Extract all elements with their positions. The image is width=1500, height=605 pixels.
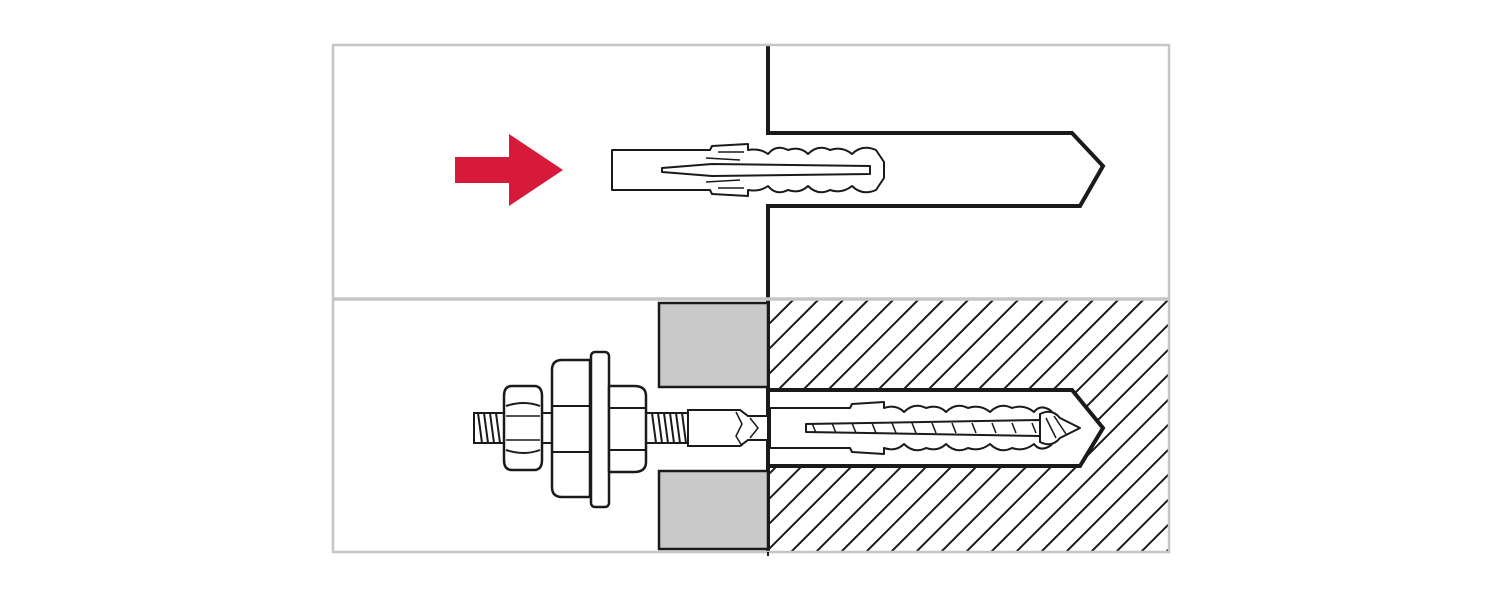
hatch-line bbox=[768, 300, 869, 402]
screw-thread bbox=[951, 422, 957, 434]
hatch-line bbox=[1039, 422, 1169, 552]
rod-thread bbox=[483, 412, 489, 444]
hatch-line bbox=[768, 300, 894, 427]
fixture-plate-top bbox=[657, 301, 770, 389]
screw-thread bbox=[991, 422, 997, 434]
hatch-line bbox=[768, 300, 819, 352]
screw-thread bbox=[1031, 422, 1037, 434]
hatch-line bbox=[1089, 472, 1169, 552]
rod-thread bbox=[663, 412, 669, 444]
rod-thread bbox=[495, 412, 501, 444]
rod-thread bbox=[681, 412, 687, 444]
screw-thread bbox=[851, 422, 857, 434]
rod-thread bbox=[669, 412, 675, 444]
rod-thread bbox=[651, 412, 657, 444]
screw-thread bbox=[891, 422, 897, 434]
screw-thread bbox=[971, 422, 977, 434]
hatch-line bbox=[1164, 547, 1169, 552]
screw-thread bbox=[831, 422, 837, 434]
screw-thread bbox=[911, 422, 917, 434]
insert-direction-arrow-icon bbox=[455, 134, 563, 206]
hatch-line bbox=[1064, 447, 1169, 552]
hex-nut-large bbox=[550, 358, 648, 499]
fixture-plate-bottom bbox=[657, 469, 770, 551]
hatch-line bbox=[1139, 522, 1169, 552]
screw-thread bbox=[1011, 422, 1017, 434]
rod-thread bbox=[657, 412, 663, 444]
screw-thread bbox=[871, 422, 877, 434]
installed-wall-plug bbox=[769, 401, 1081, 455]
hatch-line bbox=[1114, 497, 1169, 552]
hatch-line bbox=[768, 300, 844, 377]
screw-thread bbox=[811, 422, 817, 434]
screw-thread bbox=[931, 422, 937, 434]
panel-top bbox=[455, 45, 1106, 300]
rod-sleeve bbox=[687, 409, 769, 447]
wall-plug-slot bbox=[661, 163, 871, 177]
hatch-line bbox=[989, 372, 1169, 552]
rod-thread bbox=[675, 412, 681, 444]
panel-bottom bbox=[473, 300, 1169, 552]
hatch-line bbox=[1014, 397, 1169, 552]
wall-hole-outline bbox=[766, 45, 1106, 300]
rod-thread bbox=[477, 412, 483, 444]
washer bbox=[589, 350, 611, 509]
rod-thread bbox=[489, 412, 495, 444]
hex-nut-small bbox=[502, 384, 544, 472]
wall-plug bbox=[611, 143, 885, 197]
